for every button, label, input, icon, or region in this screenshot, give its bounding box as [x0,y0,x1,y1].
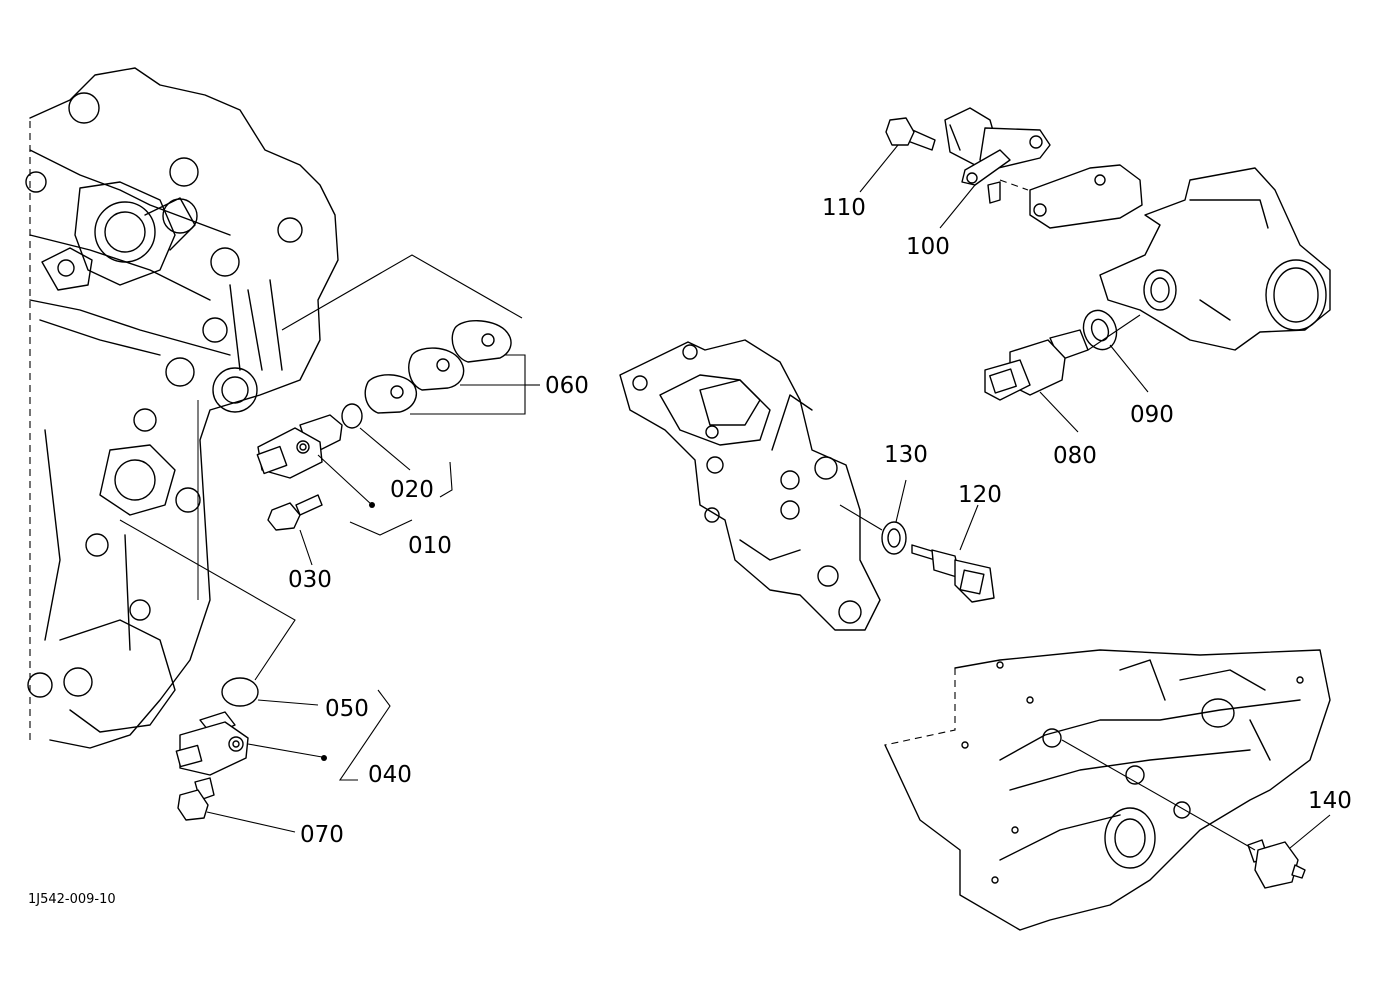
figure-code: 1J542-009-10 [28,892,116,907]
sensor-040 [175,711,249,776]
callout-090: 090 [1130,402,1174,428]
callout-030: 030 [288,567,332,593]
switch-140 [1247,839,1306,889]
flange-housing-center [619,339,881,631]
washer-090 [1082,309,1118,351]
callout-labels: 060 020 010 030 050 040 070 110 100 090 … [288,195,1352,848]
thermostat-housing-right [999,164,1331,351]
leader-140b [1289,814,1331,849]
gasket-set-060 [364,320,512,414]
sensor-010 [256,414,343,479]
cylinder-block-right [884,649,1331,931]
callout-010: 010 [408,533,452,559]
leader-140 [1061,739,1256,851]
bolt-030 [267,494,323,531]
engine-housing-left [25,67,339,749]
callout-020: 020 [390,477,434,503]
bolt-070 [177,777,215,821]
sensor-120 [911,544,995,603]
callout-060: 060 [545,373,589,399]
sensor-080 [984,329,1089,401]
leaders-center [839,479,979,551]
callout-080: 080 [1053,443,1097,469]
o-ring-050 [221,677,259,707]
leaders-top-right [859,144,1149,433]
callout-040: 040 [368,762,412,788]
callout-070: 070 [300,822,344,848]
callout-110: 110 [822,195,866,221]
callout-120: 120 [958,482,1002,508]
bolt-110 [885,117,936,151]
washer-130 [881,521,907,555]
callout-130: 130 [884,442,928,468]
callout-050: 050 [325,696,369,722]
o-ring-020 [341,403,363,429]
leaders-left [206,354,540,833]
callout-140: 140 [1308,788,1352,814]
sensor-100 [944,107,1051,204]
guide-lines-left [119,254,523,681]
callout-100: 100 [906,234,950,260]
